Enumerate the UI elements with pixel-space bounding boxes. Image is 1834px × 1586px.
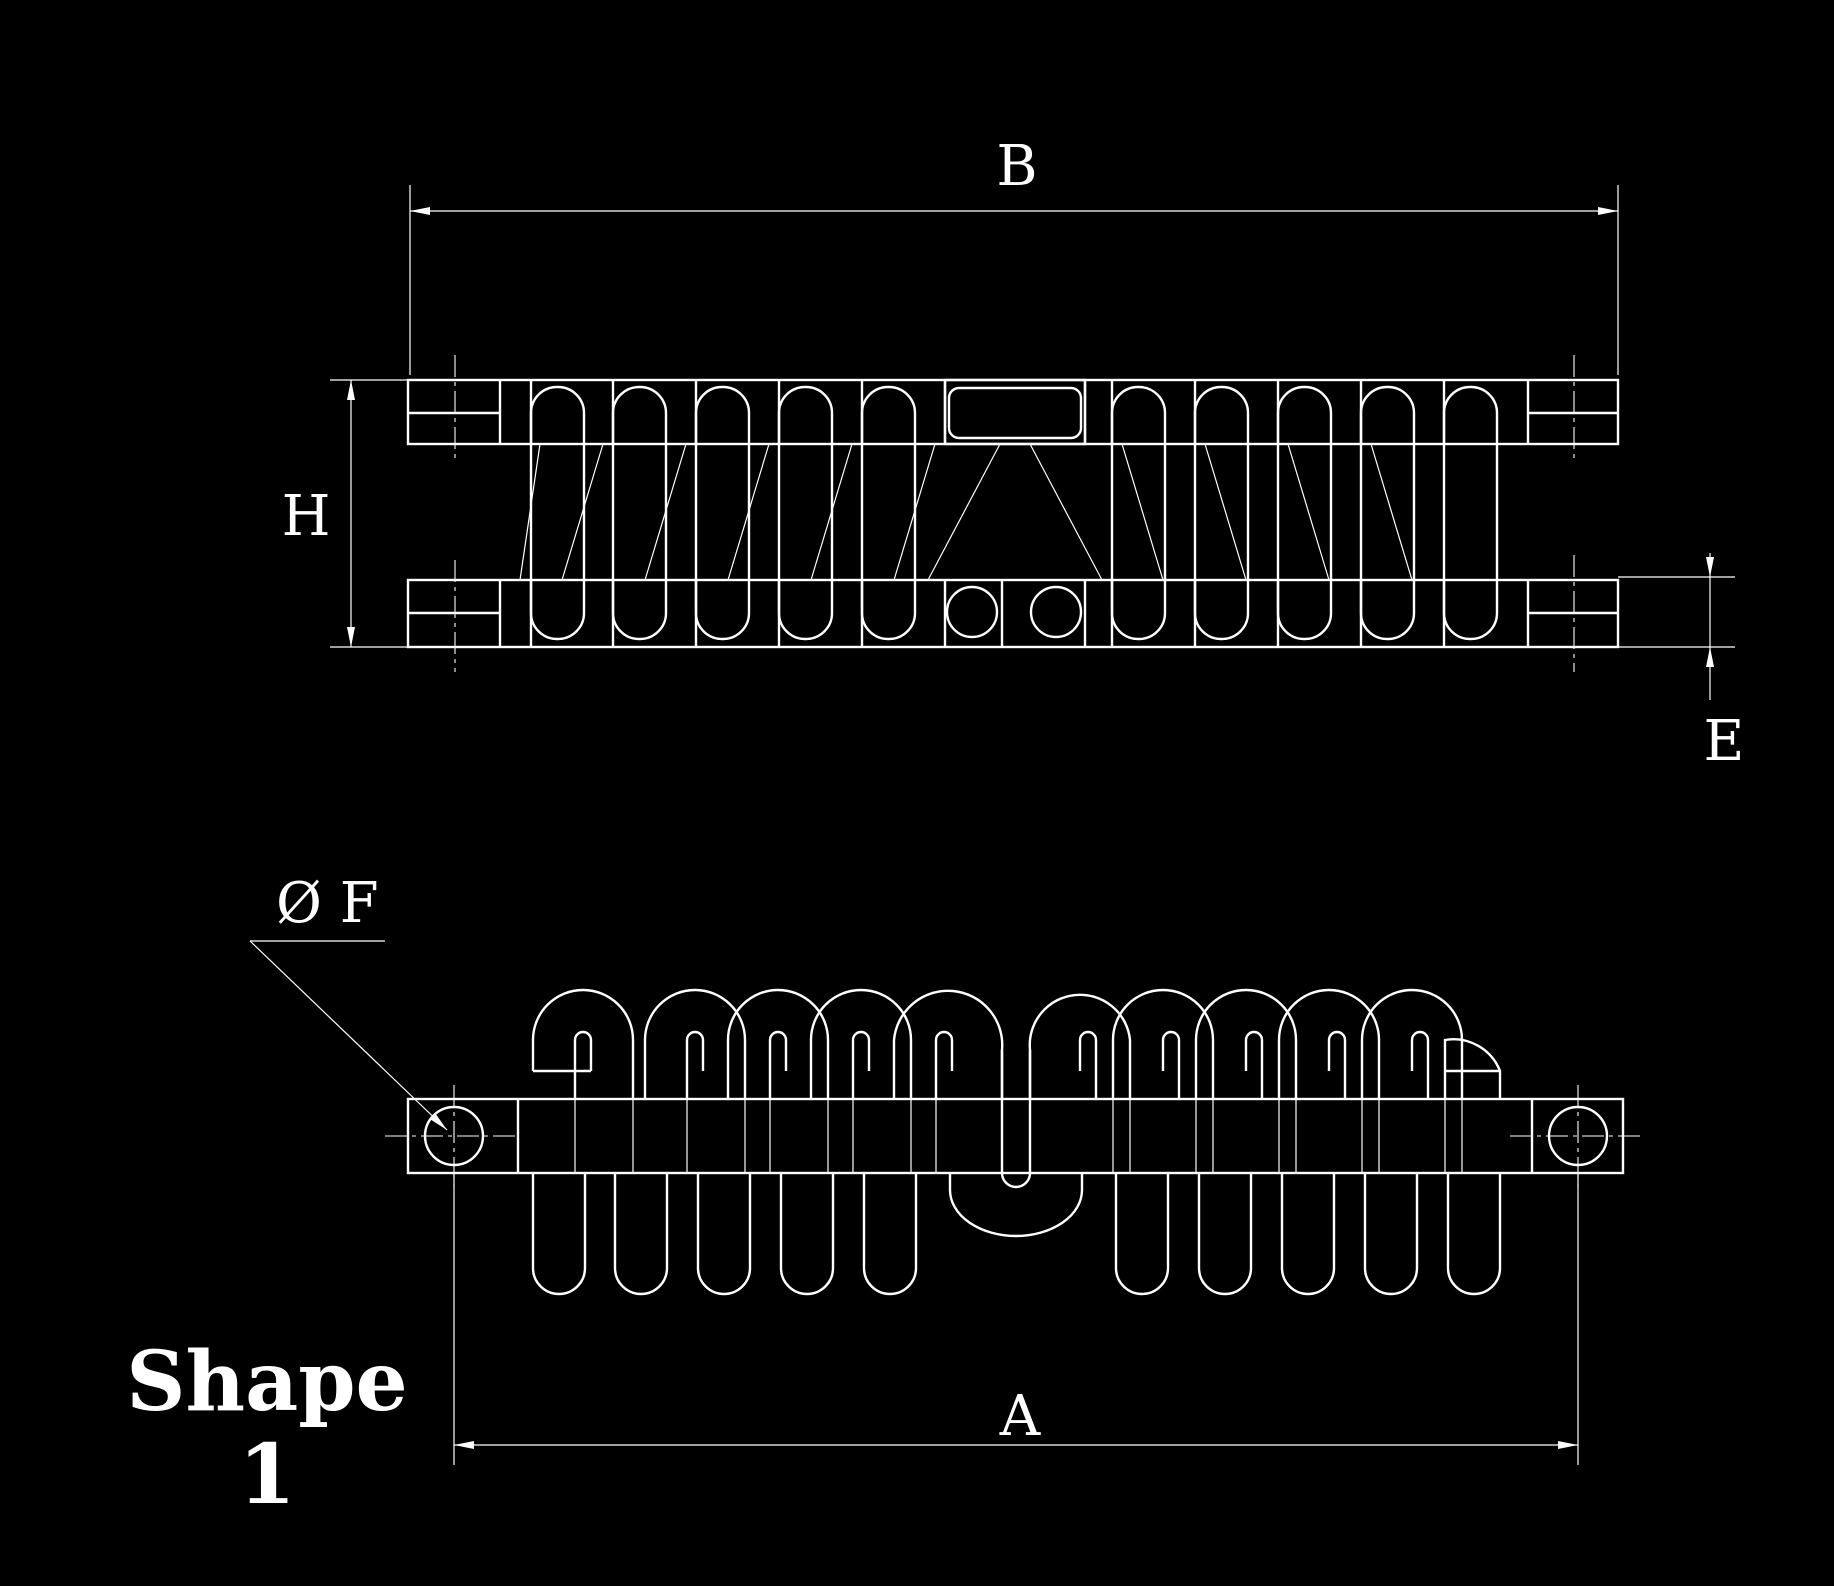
dimension-e: E [1618,553,1744,774]
dimension-f: Ø F [249,871,448,1131]
dim-b-label: B [996,134,1037,199]
cable-loop-sections [529,385,1499,641]
plan-view: Ø F [249,871,1645,1465]
center-crossover [943,378,1087,639]
dim-h-label: H [282,484,331,549]
top-retainer-bar [406,378,1620,446]
shape-word: Shape [126,1334,407,1430]
coil-loops-top [531,988,1502,1189]
clamp-dividers [529,380,1446,647]
coil-loops-bottom [531,1173,1502,1296]
dimension-a: A [453,1173,1579,1465]
dim-e-label: E [1704,709,1745,774]
dim-a-label: A [999,1384,1041,1449]
dim-f-label: Ø F [276,871,379,936]
shape-label: Shape 1 [126,1334,407,1523]
base-bar [385,1085,1645,1190]
front-view: B H E [282,134,1745,774]
shape-number: 1 [238,1427,295,1523]
mount-centerlines-front [454,355,1575,672]
dimension-b: B [409,134,1619,375]
bottom-retainer-bar [406,578,1620,649]
bar-strands [574,1099,1463,1173]
dimension-h: H [282,379,408,648]
